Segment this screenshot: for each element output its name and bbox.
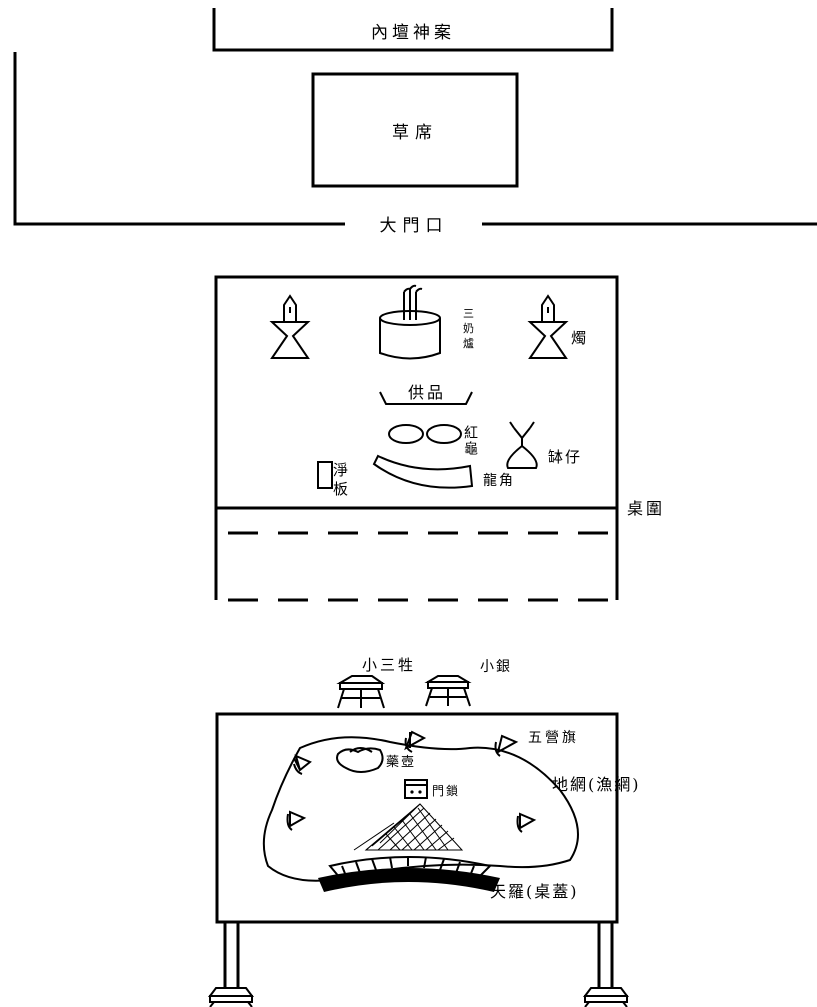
- main-door-label: 大門口: [380, 216, 449, 236]
- medicine-pot-icon: [336, 747, 384, 773]
- net-ritual-view: 小三牲 小銀: [208, 656, 641, 1007]
- candle-label: 燭: [571, 329, 586, 347]
- table-skirt-label: 桌圍: [627, 499, 665, 518]
- altar-table-outline: [214, 275, 619, 600]
- purification-board-icon: [317, 461, 333, 489]
- offerings-label: 供品: [408, 383, 446, 402]
- straw-mat: [311, 72, 519, 188]
- net-mesh: [353, 803, 464, 851]
- medicine-pot-label: 藥壺: [386, 755, 416, 770]
- flag-icon: [286, 810, 307, 831]
- room-wall-left: [13, 52, 345, 226]
- flag-icon: [494, 734, 519, 757]
- bowl-label: 缽仔: [548, 448, 582, 466]
- earth-net-mound: [262, 736, 579, 882]
- incense-burner-label: 三奶爐: [462, 308, 475, 353]
- red-turtle-cakes-icon: [388, 424, 462, 444]
- purification-board-label: 淨板: [331, 462, 349, 500]
- inner-altar-label: 內壇神案: [371, 23, 455, 43]
- flag-icon: [516, 812, 537, 833]
- dragon-horn-label: 龍角: [483, 472, 515, 489]
- right-candlestick-icon: [527, 294, 569, 359]
- heaven-net-cover: [318, 856, 500, 892]
- left-candlestick-icon: [269, 294, 311, 359]
- small-silver-label: 小銀: [480, 659, 512, 675]
- small-three-sacrifices-label: 小三牲: [362, 656, 416, 674]
- room-layout: 內壇神案 草席 大門口: [13, 8, 817, 236]
- offerings-tray: [379, 391, 473, 405]
- door-lock-label: 門鎖: [432, 783, 460, 798]
- altar-front-view: 桌圍 燭 三奶爐 供品 紅龜: [214, 275, 665, 602]
- flag-icon: [404, 730, 427, 753]
- net-table-frame: [215, 712, 619, 924]
- dragon-horn-icon: [372, 454, 474, 489]
- flag-icon: [293, 754, 312, 775]
- heaven-net-label: 天羅(桌蓋): [490, 882, 579, 901]
- svg-text:三奶爐: 三奶爐: [462, 308, 475, 353]
- table-leg-right: [583, 922, 629, 1007]
- small-silver-stand-icon: [424, 675, 472, 707]
- door-lock-icon: [404, 779, 428, 799]
- table-leg-left: [208, 922, 254, 1007]
- five-camp-flags-label: 五營旗: [528, 730, 579, 746]
- earth-net-label: 地網(漁網): [552, 775, 641, 794]
- bowl-bell-icon: [506, 421, 538, 469]
- red-turtle-label: 紅龜: [462, 425, 478, 457]
- incense-burner-icon: [379, 284, 441, 360]
- inner-altar-table: [212, 8, 614, 52]
- small-three-sacrifices-stand-icon: [336, 675, 386, 709]
- straw-mat-label: 草席: [392, 123, 438, 143]
